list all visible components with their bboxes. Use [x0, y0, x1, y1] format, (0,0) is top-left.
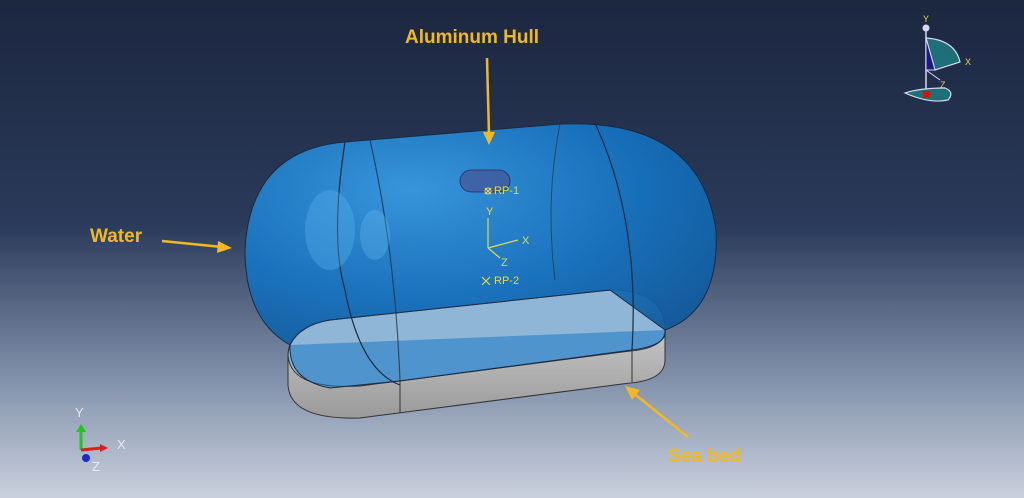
rp-1-label: RP-1	[494, 185, 519, 197]
view-orientation-widget[interactable]: Y X Z	[903, 14, 971, 102]
arrow-icon	[217, 241, 232, 253]
global-triad: Y X Z	[75, 405, 126, 474]
rp-1-marker[interactable]: RP-1	[484, 185, 519, 197]
annotation-water: Water	[90, 226, 232, 253]
triad-x-label: X	[117, 437, 126, 452]
rp-2-label: RP-2	[494, 275, 519, 287]
arrow-icon	[483, 132, 495, 145]
annotation-aluminum-hull: Aluminum Hull	[405, 27, 539, 145]
local-y-label: Y	[486, 206, 494, 218]
triad-z-label: Z	[92, 459, 100, 474]
widget-y-label: Y	[923, 14, 929, 24]
triad-y-label: Y	[75, 405, 84, 420]
annotation-water-text: Water	[90, 226, 143, 247]
annotation-sea-bed: Sea bed	[625, 386, 741, 467]
widget-z-label: Z	[940, 80, 946, 90]
rp-2-marker[interactable]: RP-2	[481, 275, 519, 287]
local-x-label: X	[522, 235, 530, 247]
local-z-label: Z	[501, 257, 508, 269]
aluminum-hull[interactable]	[244, 122, 717, 389]
annotation-hull-text: Aluminum Hull	[405, 27, 539, 48]
widget-x-label: X	[965, 57, 971, 67]
arrow-icon	[625, 386, 640, 400]
annotation-seabed-text: Sea bed	[668, 446, 741, 467]
local-coordinate-system: Y X Z	[486, 206, 530, 269]
